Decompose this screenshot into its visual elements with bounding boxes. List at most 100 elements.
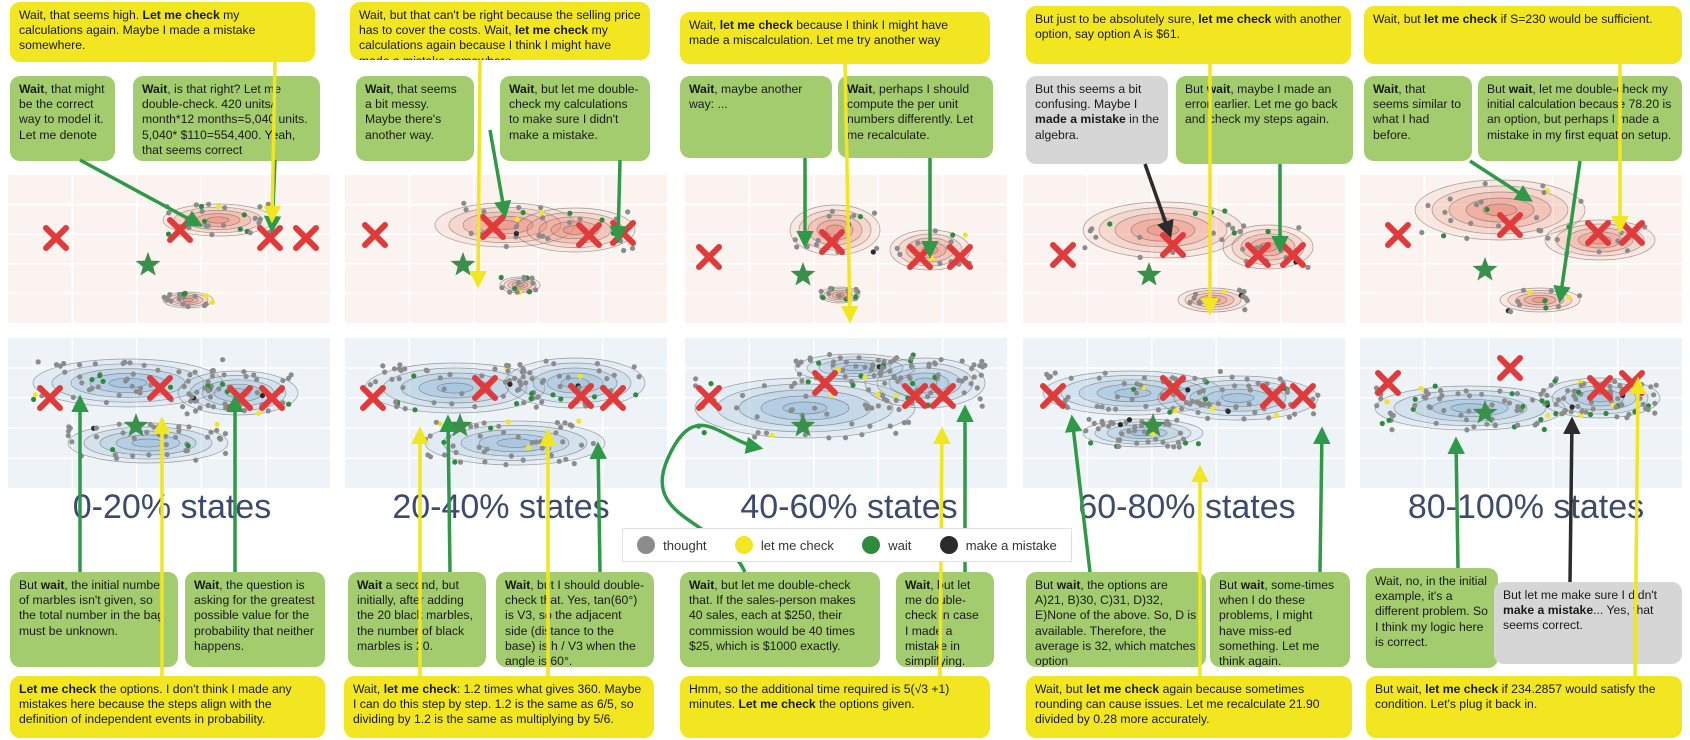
scatter-point xyxy=(1545,235,1551,241)
let-me-check-callout: Wait, let me check: 1.2 times what gives… xyxy=(344,676,654,738)
scatter-point xyxy=(1553,411,1559,417)
scatter-point xyxy=(208,429,214,435)
scatter-point xyxy=(482,459,488,465)
scatter-point xyxy=(437,375,443,381)
scatter-point xyxy=(1538,391,1544,397)
scatter-point xyxy=(116,392,122,398)
legend-item-wait: wait xyxy=(862,536,911,554)
scatter-point xyxy=(1240,246,1246,252)
scatter-point xyxy=(1065,394,1071,400)
stage-label-20-40: 20-40% states xyxy=(392,488,610,526)
scatter-point xyxy=(1533,215,1540,221)
scatter-point xyxy=(1608,388,1614,394)
scatter-point xyxy=(265,201,271,207)
scatter-point xyxy=(870,249,876,255)
scatter-point xyxy=(1603,410,1609,417)
star-marker xyxy=(790,413,816,437)
red-cross-marker xyxy=(600,385,626,411)
scatter-point xyxy=(427,433,433,439)
scatter-point xyxy=(937,260,943,267)
scatter-point xyxy=(596,368,602,374)
scatter-point xyxy=(1515,422,1521,428)
scatter-point xyxy=(871,373,877,379)
scatter-point xyxy=(180,404,186,410)
scatter-point xyxy=(842,374,848,380)
scatter-point xyxy=(1588,399,1594,405)
scatter-point xyxy=(194,389,200,395)
scatter-point xyxy=(93,425,99,431)
scatter-point xyxy=(865,387,872,393)
scatter-point xyxy=(516,205,522,211)
scatter-point xyxy=(1479,391,1485,397)
scatter-point xyxy=(1473,202,1480,208)
scatter-point xyxy=(1571,388,1577,394)
scatter-point xyxy=(932,361,938,367)
scatter-point xyxy=(1094,403,1100,409)
scatter-point xyxy=(1133,390,1139,396)
wait-callout: But wait, let me double-check my initial… xyxy=(1478,76,1682,161)
scatter-point xyxy=(846,214,852,220)
scatter-point xyxy=(468,423,474,429)
scatter-point xyxy=(875,391,881,398)
scatter-point xyxy=(1121,381,1127,387)
scatter-point xyxy=(1554,237,1560,243)
scatter-point xyxy=(1286,414,1292,420)
wait-callout: But wait, the options are A)21, B)30, C)… xyxy=(1026,572,1206,667)
scatter-point xyxy=(100,378,106,384)
scatter-point xyxy=(734,405,740,411)
scatter-point xyxy=(503,243,509,250)
scatter-point xyxy=(910,380,916,387)
wait-callout: Wait, but let me double-check in case I … xyxy=(896,572,994,667)
let-me-check-callout: But wait, let me check if 234.2857 would… xyxy=(1366,676,1682,738)
thought-marker-icon xyxy=(637,536,656,554)
scatter-point xyxy=(1471,424,1477,430)
scatter-point xyxy=(222,205,228,211)
scatter-point xyxy=(1202,377,1208,383)
scatter-point xyxy=(452,459,458,465)
scatter-point xyxy=(1507,309,1514,315)
scatter-point xyxy=(210,404,216,410)
scatter-point xyxy=(1548,382,1554,388)
scatter-point xyxy=(1561,410,1567,416)
scatter-point xyxy=(1243,296,1249,302)
scatter-point xyxy=(1044,371,1050,377)
let-me-check-callout: Wait, but let me check again because som… xyxy=(1026,676,1352,738)
scatter-point xyxy=(472,404,478,410)
star-marker xyxy=(1136,262,1162,286)
scatter-point xyxy=(252,215,258,221)
scatter-point xyxy=(1651,392,1657,398)
make-a-mistake-marker-icon xyxy=(939,536,958,554)
scatter-point xyxy=(221,372,227,378)
density-contour xyxy=(131,438,165,448)
scatter-point xyxy=(1131,386,1137,392)
scatter-point xyxy=(206,201,212,207)
scatter-point xyxy=(1225,408,1231,414)
scatter-point xyxy=(1150,431,1156,437)
scatter-point xyxy=(1093,234,1099,240)
scatter-point xyxy=(804,243,810,250)
scatter-point xyxy=(219,381,226,387)
scatter-point xyxy=(1229,374,1235,380)
scatter-point xyxy=(867,423,873,429)
scatter-point xyxy=(202,385,208,391)
scatter-point xyxy=(95,384,101,390)
scatter-point xyxy=(1542,298,1548,304)
scatter-point xyxy=(541,377,547,383)
scatter-point xyxy=(1217,368,1223,375)
scatter-point xyxy=(1565,388,1571,394)
scatter-point xyxy=(1105,406,1112,412)
scatter-point xyxy=(950,232,956,238)
scatter-point xyxy=(397,362,403,368)
scatter-point xyxy=(380,363,386,369)
scatter-point xyxy=(241,212,247,218)
red-cross-marker xyxy=(1585,220,1611,246)
scatter-point xyxy=(181,291,187,297)
scatter-point xyxy=(820,295,826,301)
scatter-point xyxy=(563,456,569,462)
scatter-point xyxy=(548,452,554,459)
scatter-point xyxy=(535,394,541,400)
density-plot-bottom xyxy=(685,338,1007,488)
scatter-point xyxy=(1432,383,1438,389)
scatter-point xyxy=(447,371,453,378)
scatter-point xyxy=(1160,439,1166,445)
